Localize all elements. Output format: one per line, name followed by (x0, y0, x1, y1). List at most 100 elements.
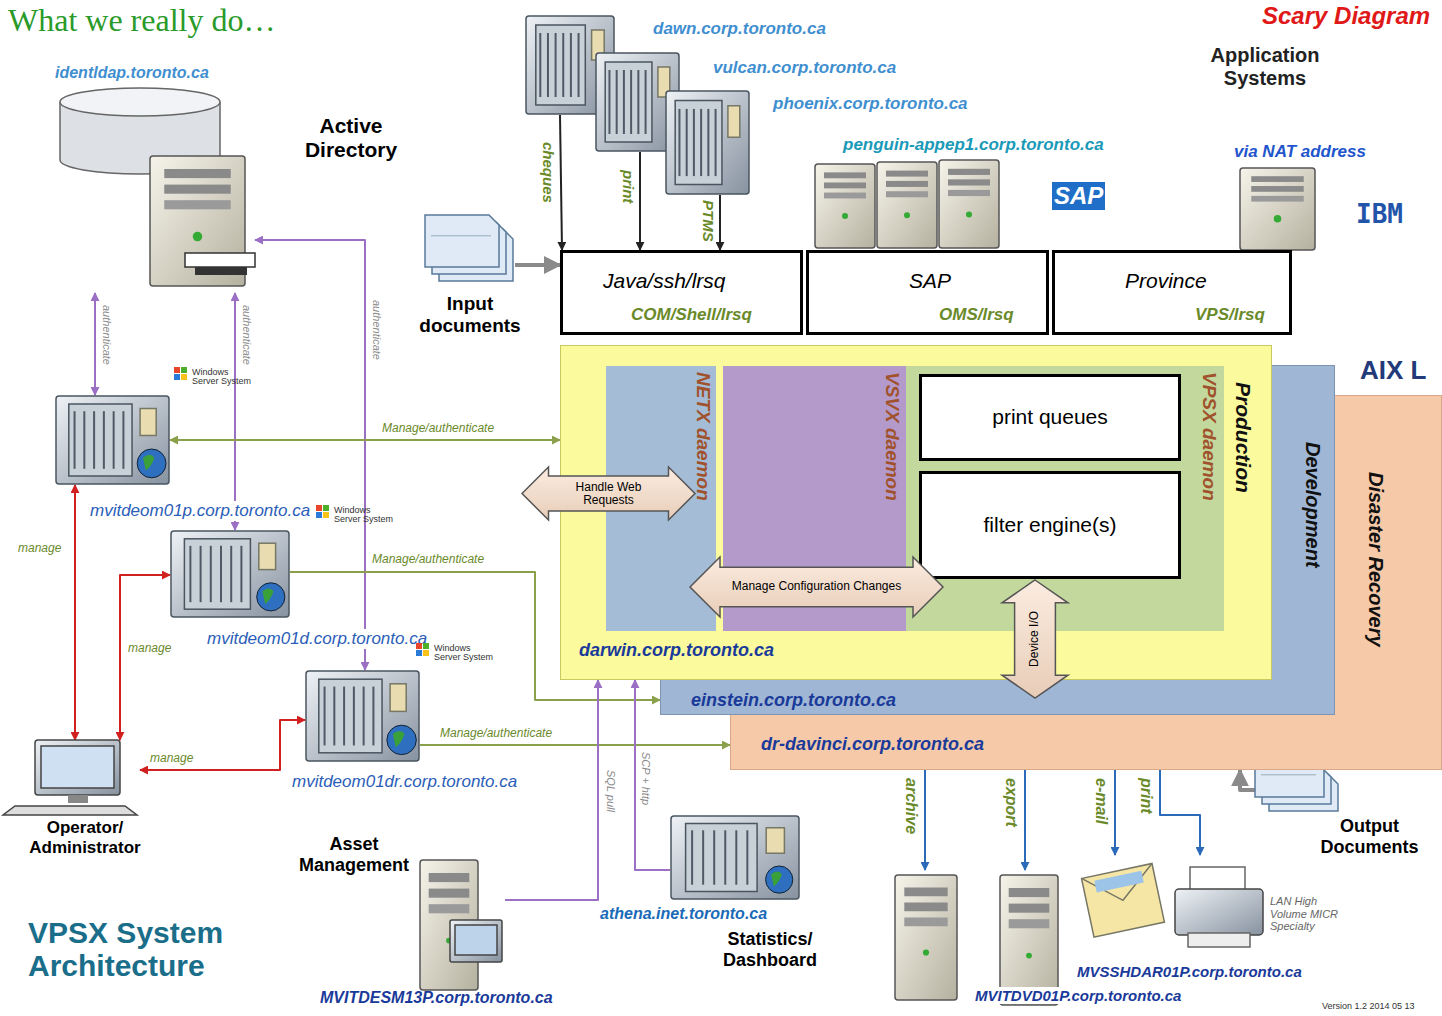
connector (94, 293, 96, 395)
web-server: mvitdeom01p.corp.toronto.ca (55, 395, 170, 485)
connector (170, 439, 560, 441)
connector (420, 744, 730, 746)
server-panel: Productiondarwin.corp.toronto.caNETX dae… (560, 345, 1272, 680)
edge-label: authenticate (240, 305, 253, 365)
connector (1114, 770, 1116, 855)
node-text: phoenix.corp.toronto.ca (773, 94, 968, 114)
windows-flag (315, 504, 331, 520)
asset-server: Asset ManagementMVITDESM13P.corp.toronto… (420, 860, 505, 990)
node-text: Operator/ Administrator (15, 818, 155, 857)
node-text: Asset Management (298, 834, 410, 875)
connector (140, 720, 305, 770)
ad-icon (45, 88, 255, 293)
rack-server: phoenix.corp.toronto.ca (665, 90, 750, 195)
tpc-icon (420, 860, 505, 990)
text-label: Application Systems (1180, 44, 1350, 90)
node-text: Development (1301, 442, 1324, 568)
node-text: dr-davinci.corp.toronto.ca (761, 734, 984, 755)
rkg-icon (55, 395, 170, 485)
node-text: filter engine(s) (983, 513, 1116, 537)
edge-label: SQL pull (604, 770, 617, 812)
node-text: MVSSHDAR01P.corp.toronto.ca (1075, 963, 1304, 980)
node-text: LAN High Volume MICR Specialty (1270, 895, 1354, 933)
process-box: print queues (919, 374, 1181, 461)
stats-server: athena.inet.toronto.caStatistics/ Dashbo… (670, 815, 800, 900)
pc-icon (10, 740, 140, 815)
edge-label: print (1137, 778, 1155, 814)
connector (1160, 770, 1200, 855)
node-text: Handle Web Requests (561, 481, 657, 506)
process-box: filter engine(s) (919, 471, 1181, 579)
node-text: einstein.corp.toronto.ca (691, 690, 896, 711)
sap-servers: penguin-appep1.corp.toronto.ca (815, 160, 1000, 248)
docs-icon (425, 215, 515, 285)
connector (255, 240, 365, 670)
node-text: mvitdeom01dr.corp.toronto.ca (290, 772, 519, 792)
node-text: SAP (909, 269, 951, 293)
interface-box: Java/ssh/lrsqCOM/Shell/lrsq (560, 250, 803, 335)
node-text: Device I/O (1028, 611, 1042, 667)
text-label: Windows Server System (434, 644, 496, 663)
edge-label: manage (18, 542, 61, 556)
web-server: mvitdeom01dr.corp.toronto.ca (305, 670, 420, 762)
edge-label: export (1002, 778, 1020, 827)
block-arrow: Handle Web Requests (521, 466, 696, 521)
node-text: Manage Configuration Changes (732, 580, 901, 594)
text-label: VPSX System Architecture (28, 916, 278, 982)
web-server: mvitdeom01d.corp.toronto.ca (170, 530, 290, 618)
title: What we really do… (8, 2, 275, 39)
rkg-icon (670, 815, 800, 900)
edge-label: cheques (540, 142, 557, 203)
node-text: VPS/lrsq (1195, 305, 1265, 325)
node-text: NETX daemon (692, 372, 714, 501)
tw1-icon (1240, 168, 1315, 250)
directory-server: identldap.toronto.caActive Directory (45, 88, 255, 293)
node-text: mvitdeom01d.corp.toronto.ca (205, 629, 429, 649)
node-text: MVITDVD01P.corp.toronto.ca (973, 987, 1183, 1004)
mail-printer: LAN High Volume MICR SpecialtyMVSSHDAR01… (1080, 855, 1265, 965)
text-label: Windows Server System (334, 506, 396, 525)
interface-box: ProvinceVPS/lrsq (1052, 250, 1292, 335)
rkg-icon (170, 530, 290, 618)
daemon-panel: VPSX daemonprint queuesfilter engine(s) (906, 366, 1224, 631)
edge-label: Manage/authenticate (440, 727, 552, 741)
mp-icon (1080, 855, 1265, 965)
edge-label: Manage/authenticate (372, 553, 484, 567)
node-text: Java/ssh/lrsq (603, 269, 726, 293)
text-label: AIX L (1360, 356, 1426, 386)
edge-label: authenticate (100, 305, 113, 365)
node-text: via NAT address (1234, 142, 1366, 162)
node-text: dawn.corp.toronto.ca (653, 19, 826, 39)
edge-label: manage (150, 752, 193, 766)
node-text: MVITDESM13P.corp.toronto.ca (320, 989, 553, 1007)
mainframe-server: via NAT address (1240, 168, 1315, 250)
text-label: IBM (1356, 200, 1403, 230)
text-label: Windows Server System (192, 368, 254, 387)
text-label: Version 1.2 2014 05 13 (1322, 1001, 1415, 1011)
edge-label: PTMS (700, 200, 717, 242)
edge-label: e-mail (1092, 778, 1110, 824)
text-label: Scary Diagram (1262, 2, 1430, 30)
node-text: athena.inet.toronto.ca (600, 905, 767, 923)
node-text: Statistics/ Dashboard (710, 929, 830, 970)
edge-label: authenticate (370, 300, 383, 360)
node-text: mvitdeom01p.corp.toronto.ca (88, 501, 312, 521)
edge-label: manage (128, 642, 171, 656)
connector (120, 575, 170, 740)
node-text: vulcan.corp.toronto.ca (713, 58, 896, 78)
connector (234, 293, 236, 530)
tw3-icon (815, 160, 1000, 248)
node-text: Input documents (413, 293, 527, 337)
edge-label: Manage/authenticate (382, 422, 494, 436)
connector (1240, 770, 1255, 790)
connector (74, 485, 76, 740)
edge-label: archive (902, 778, 920, 834)
node-text: COM/Shell/lrsq (631, 305, 752, 325)
node-text: Disaster Recovery (1364, 472, 1387, 647)
block-arrow: Device I/O (1001, 579, 1069, 699)
two-icon (895, 870, 1060, 1005)
node-text: darwin.corp.toronto.ca (579, 640, 774, 661)
rkg-icon (305, 670, 420, 762)
archive-servers: MVITDVD01P.corp.toronto.ca (895, 870, 1060, 1005)
